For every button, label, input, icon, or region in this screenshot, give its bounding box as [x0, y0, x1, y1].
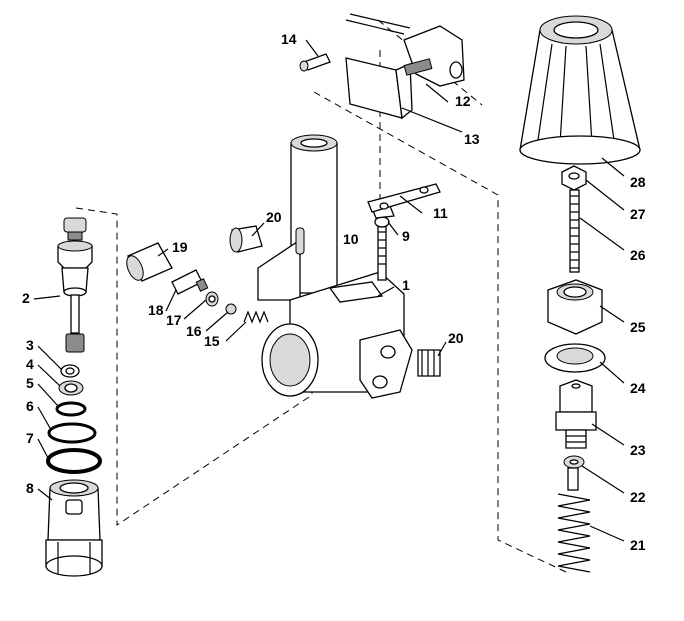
label-20-right: 20 [448, 330, 464, 346]
label-11: 11 [433, 205, 448, 221]
label-26: 26 [630, 247, 646, 263]
label-7: 7 [26, 430, 34, 446]
regulator-piston-part [555, 379, 597, 491]
label-19: 19 [172, 239, 188, 255]
label-25: 25 [630, 319, 646, 335]
label-14: 14 [281, 31, 297, 47]
part-number-labels: 1 2 3 4 5 6 7 8 9 10 11 12 13 14 15 16 1… [22, 31, 646, 553]
bolt-bracket-parts [367, 183, 441, 281]
label-15: 15 [204, 333, 220, 349]
label-23: 23 [630, 442, 646, 458]
label-5: 5 [26, 375, 34, 391]
label-28: 28 [630, 174, 646, 190]
label-20-top: 20 [266, 209, 282, 225]
label-13: 13 [464, 131, 480, 147]
pump-body-part [257, 134, 413, 399]
label-6: 6 [26, 398, 34, 414]
switch-assembly-part [299, 13, 465, 120]
label-9: 9 [402, 228, 410, 244]
label-27: 27 [630, 206, 646, 222]
label-21: 21 [630, 537, 646, 553]
valve-stem-part [57, 217, 93, 353]
label-12: 12 [455, 93, 471, 109]
label-8: 8 [26, 480, 34, 496]
label-10: 10 [343, 231, 359, 247]
stud-nut-parts [561, 165, 587, 273]
valve-seat-part [45, 479, 103, 577]
label-2: 2 [22, 290, 30, 306]
cap-nut-parts [544, 279, 606, 373]
label-1: 1 [402, 277, 410, 293]
spring-part [557, 493, 591, 573]
label-17: 17 [166, 312, 182, 328]
label-16: 16 [186, 323, 202, 339]
leader-lines [33, 39, 625, 542]
label-4: 4 [26, 356, 34, 372]
label-22: 22 [630, 489, 646, 505]
small-parts [126, 242, 269, 324]
cover-cap-part [519, 15, 641, 165]
label-3: 3 [26, 337, 34, 353]
label-24: 24 [630, 380, 646, 396]
ring-parts [46, 364, 102, 474]
label-18: 18 [148, 302, 164, 318]
